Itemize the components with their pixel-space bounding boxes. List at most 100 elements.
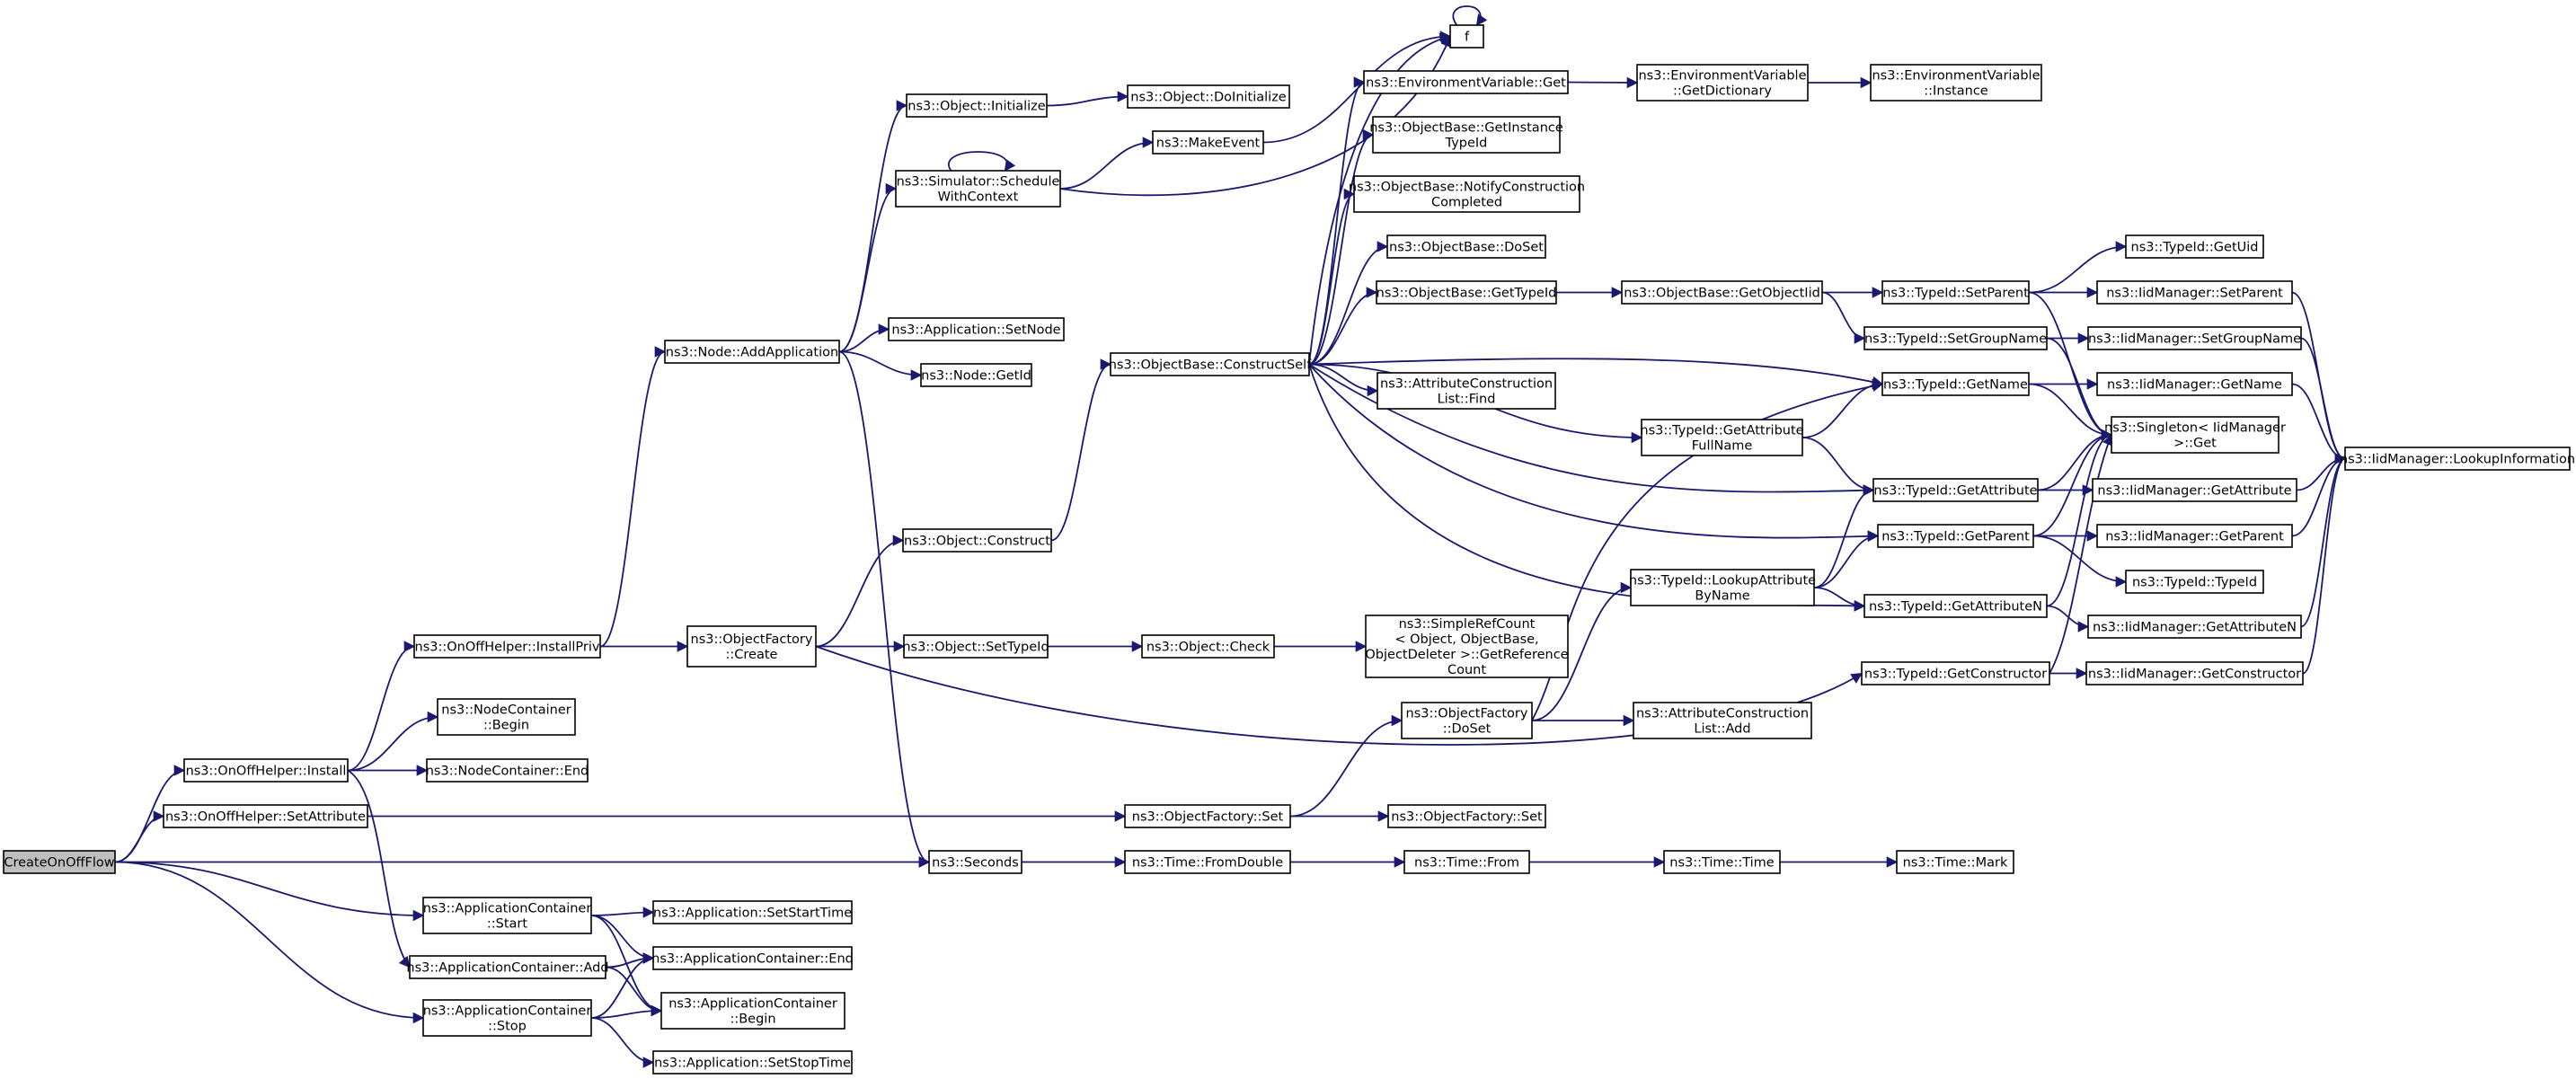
call-edge-objectBaseConstructSelf-to-typeIdGetName: [1308, 358, 1884, 388]
node-iidManagerGetConstructor[interactable]: ns3::IidManager::GetConstructor: [2085, 661, 2304, 685]
node-label: ns3::ObjectBase::NotifyConstruction: [1349, 180, 1585, 194]
node-typeIdGetUid[interactable]: ns3::TypeId::GetUid: [2125, 234, 2264, 259]
node-label: ns3::TypeId::GetAttributeN: [1869, 599, 2042, 614]
node-appContainerAdd[interactable]: ns3::ApplicationContainer::Add: [406, 955, 609, 979]
node-nodeGetId[interactable]: ns3::Node::GetId: [920, 363, 1032, 387]
node-box: [2085, 661, 2304, 685]
call-edge-typeIdGetConstructor-to-singletonGet: [2049, 433, 2113, 674]
node-iidManagerLookupInformation[interactable]: ns3::IidManager::LookupInformation: [2340, 447, 2575, 471]
node-box: [413, 634, 601, 659]
node-envVarGet[interactable]: ns3::EnvironmentVariable::Get: [1363, 70, 1569, 94]
node-box: [920, 363, 1032, 387]
node-objectConstruct[interactable]: ns3::Object::Construct: [902, 528, 1052, 553]
node-envVarGetDictionary[interactable]: ns3::EnvironmentVariable::GetDictionary: [1636, 64, 1809, 102]
node-box: [1377, 372, 1556, 410]
node-typeIdGetParent[interactable]: ns3::TypeId::GetParent: [1877, 524, 2034, 548]
call-edge-iidManagerGetAttribute-to-iidManagerLookupInformation: [2296, 453, 2347, 491]
node-iidManagerGetName[interactable]: ns3::IidManager::GetName: [2096, 372, 2293, 396]
node-nodeContainerBegin[interactable]: ns3::NodeContainer::Begin: [437, 698, 576, 736]
call-edge-typeIdLookupAttributeByName-to-typeIdGetAttributeN: [1813, 587, 1866, 612]
node-iidManagerGetAttributeN[interactable]: ns3::IidManager::GetAttributeN: [2087, 615, 2302, 639]
node-objectFactoryDoSet[interactable]: ns3::ObjectFactory::DoSet: [1401, 702, 1533, 739]
node-timeFrom[interactable]: ns3::Time::From: [1403, 850, 1530, 874]
node-label: ns3::ObjectBase::DoSet: [1389, 240, 1544, 254]
node-onOffHelperSetAttribute[interactable]: ns3::OnOffHelper::SetAttribute: [163, 804, 368, 828]
node-label: ns3::ApplicationContainer::End: [651, 951, 854, 966]
node-box: [1152, 130, 1264, 155]
node-typeIdGetAttributeN[interactable]: ns3::TypeId::GetAttributeN: [1863, 594, 2048, 618]
node-iidManagerSetGroupName[interactable]: ns3::IidManager::SetGroupName: [2087, 326, 2302, 350]
node-label: ns3::TypeId::GetConstructor: [1864, 667, 2047, 681]
node-appSetStartTime[interactable]: ns3::Application::SetStartTime: [652, 900, 853, 924]
node-label: ns3::TypeId::GetAttribute: [1873, 483, 2037, 498]
node-makeEvent[interactable]: ns3::MakeEvent: [1152, 130, 1264, 155]
node-objectSetTypeId[interactable]: ns3::Object::SetTypeId: [902, 634, 1049, 659]
node-typeIdGetName[interactable]: ns3::TypeId::GetName: [1881, 372, 2030, 396]
call-edge-objectFactoryCreate-to-objectConstruct: [815, 535, 905, 648]
node-simpleRefCount[interactable]: ns3::SimpleRefCount< Object, ObjectBase,…: [1365, 615, 1569, 678]
node-typeIdGetAttribute[interactable]: ns3::TypeId::GetAttribute: [1872, 478, 2039, 502]
node-typeIdTypeId[interactable]: ns3::TypeId::TypeId: [2125, 570, 2264, 594]
node-iidManagerSetParent[interactable]: ns3::IidManager::SetParent: [2096, 280, 2293, 305]
node-objectBaseGetTypeId[interactable]: ns3::ObjectBase::GetTypeId: [1376, 280, 1557, 305]
node-objectBaseNotifyConstructionCompleted[interactable]: ns3::ObjectBase::NotifyConstructionCompl…: [1349, 175, 1585, 213]
node-createOnOffFlow[interactable]: CreateOnOffFlow: [3, 850, 116, 874]
node-label: ns3::ObjectFactory: [1406, 706, 1528, 721]
node-box: [1365, 615, 1569, 678]
call-edge-objectBaseConstructSelf-to-objectBaseNotifyConstructionCompleted: [1308, 188, 1356, 366]
call-edge-iidManagerGetAttributeN-to-iidManagerLookupInformation: [2300, 453, 2347, 628]
node-objectBaseConstructSelf[interactable]: ns3::ObjectBase::ConstructSelf: [1109, 352, 1312, 376]
node-envVarInstance[interactable]: ns3::EnvironmentVariable::Instance: [1870, 64, 2042, 102]
node-box: [1872, 478, 2039, 502]
node-objectFactorySet[interactable]: ns3::ObjectFactory::Set: [1124, 804, 1291, 828]
node-onOffHelperInstall[interactable]: ns3::OnOffHelper::Install: [183, 758, 349, 783]
node-nodeContainerEnd[interactable]: ns3::NodeContainer::End: [426, 758, 589, 783]
node-label: ::Begin: [483, 718, 529, 732]
node-objectFactoryCreate[interactable]: ns3::ObjectFactory::Create: [686, 625, 817, 668]
node-label: ns3::IidManager::SetGroupName: [2088, 332, 2301, 346]
node-objectDoInitialize[interactable]: ns3::Object::DoInitialize: [1127, 84, 1290, 109]
node-objectBaseGetObjectIid[interactable]: ns3::ObjectBase::GetObjectIid: [1621, 280, 1823, 305]
node-timeTime[interactable]: ns3::Time::Time: [1663, 850, 1781, 874]
node-singletonGet[interactable]: ns3::Singleton< IidManager>::Get: [2104, 416, 2286, 454]
node-objectBaseDoSet[interactable]: ns3::ObjectBase::DoSet: [1386, 234, 1546, 259]
node-label: ns3::SimpleRefCount: [1399, 617, 1536, 632]
node-box: [1401, 702, 1533, 739]
node-objectFactorySet2[interactable]: ns3::ObjectFactory::Set: [1387, 804, 1546, 828]
node-label: ns3::AttributeConstruction: [1636, 706, 1809, 721]
node-onOffHelperInstallPriv[interactable]: ns3::OnOffHelper::InstallPriv: [413, 634, 601, 659]
node-objectInitialize[interactable]: ns3::Object::Initialize: [906, 93, 1048, 118]
node-typeIdSetGroupName[interactable]: ns3::TypeId::SetGroupName: [1863, 326, 2048, 350]
call-edge-typeIdLookupAttributeByName-to-typeIdGetParent: [1813, 530, 1880, 588]
node-appContainerEnd[interactable]: ns3::ApplicationContainer::End: [651, 946, 854, 970]
node-label: ns3::ApplicationContainer::Add: [406, 960, 608, 975]
node-timeFromDouble[interactable]: ns3::Time::FromDouble: [1124, 850, 1291, 874]
node-typeIdGetConstructor[interactable]: ns3::TypeId::GetConstructor: [1861, 661, 2050, 685]
node-seconds[interactable]: ns3::Seconds: [928, 850, 1022, 874]
node-iidManagerGetAttribute[interactable]: ns3::IidManager::GetAttribute: [2092, 478, 2297, 502]
node-label: ns3::EnvironmentVariable: [1872, 68, 2040, 83]
node-nodeAddApplication[interactable]: ns3::Node::AddApplication: [664, 340, 840, 364]
node-box: [2087, 326, 2302, 350]
node-appSetStopTime[interactable]: ns3::Application::SetStopTime: [652, 1050, 853, 1075]
node-appContainerBegin[interactable]: ns3::ApplicationContainer::Begin: [660, 992, 845, 1030]
node-applicationSetNode[interactable]: ns3::Application::SetNode: [888, 317, 1065, 341]
node-label: Count: [1447, 663, 1486, 677]
node-label: WithContext: [938, 190, 1019, 204]
node-label: ns3::TypeId::GetUid: [2131, 240, 2259, 254]
node-timeMark[interactable]: ns3::Time::Mark: [1896, 850, 2014, 874]
node-appContainerStop[interactable]: ns3::ApplicationContainer::Stop: [422, 999, 592, 1037]
node-objectCheck[interactable]: ns3::Object::Check: [1141, 634, 1275, 659]
node-box: [1636, 64, 1809, 102]
node-appContainerStart[interactable]: ns3::ApplicationContainer::Start: [422, 897, 592, 934]
node-typeIdSetParent[interactable]: ns3::TypeId::SetParent: [1881, 280, 2030, 305]
node-iidManagerGetParent[interactable]: ns3::IidManager::GetParent: [2096, 524, 2293, 548]
node-f[interactable]: f: [1449, 24, 1484, 49]
call-edge-onOffHelperInstall-to-appContainerAdd: [347, 769, 411, 968]
